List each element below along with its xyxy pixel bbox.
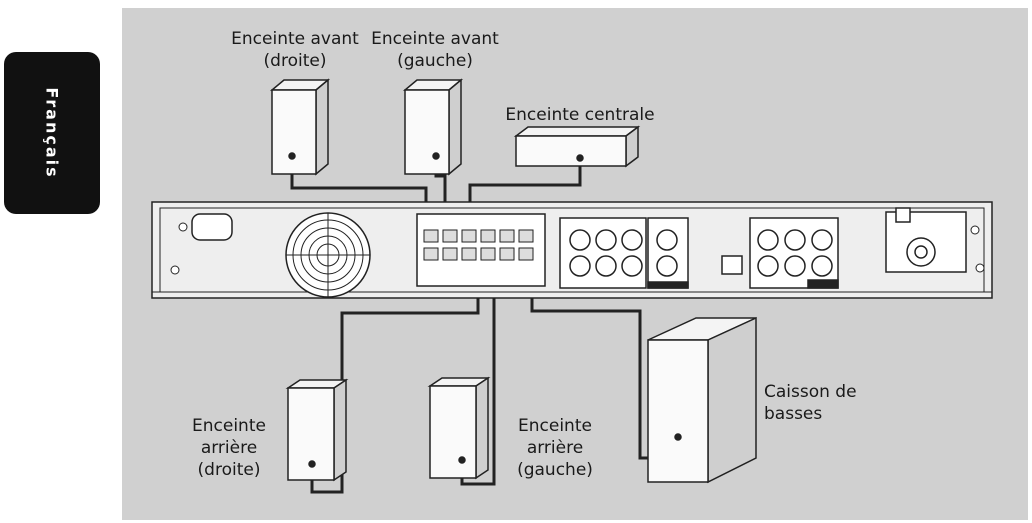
language-tab: Français xyxy=(4,52,100,214)
label-front-left: Enceinte avant (gauche) xyxy=(371,29,499,71)
speaker-rear-left xyxy=(427,376,491,480)
label-front-right: Enceinte avant (droite) xyxy=(231,29,359,71)
speaker-front-left xyxy=(402,78,464,176)
label-rear-left: Enceinte arrière (gauche) xyxy=(517,416,593,480)
speaker-rear-right xyxy=(285,378,349,482)
subwoofer xyxy=(647,316,757,484)
label-rear-right: Enceinte arrière (droite) xyxy=(192,416,266,480)
receiver-back-panel xyxy=(151,201,993,299)
fan-grill xyxy=(285,212,371,298)
speaker-front-right xyxy=(269,78,331,176)
label-subwoofer: Caisson de basses xyxy=(764,382,857,424)
label-center: Enceinte centrale xyxy=(505,105,655,125)
speaker-center xyxy=(513,125,641,168)
